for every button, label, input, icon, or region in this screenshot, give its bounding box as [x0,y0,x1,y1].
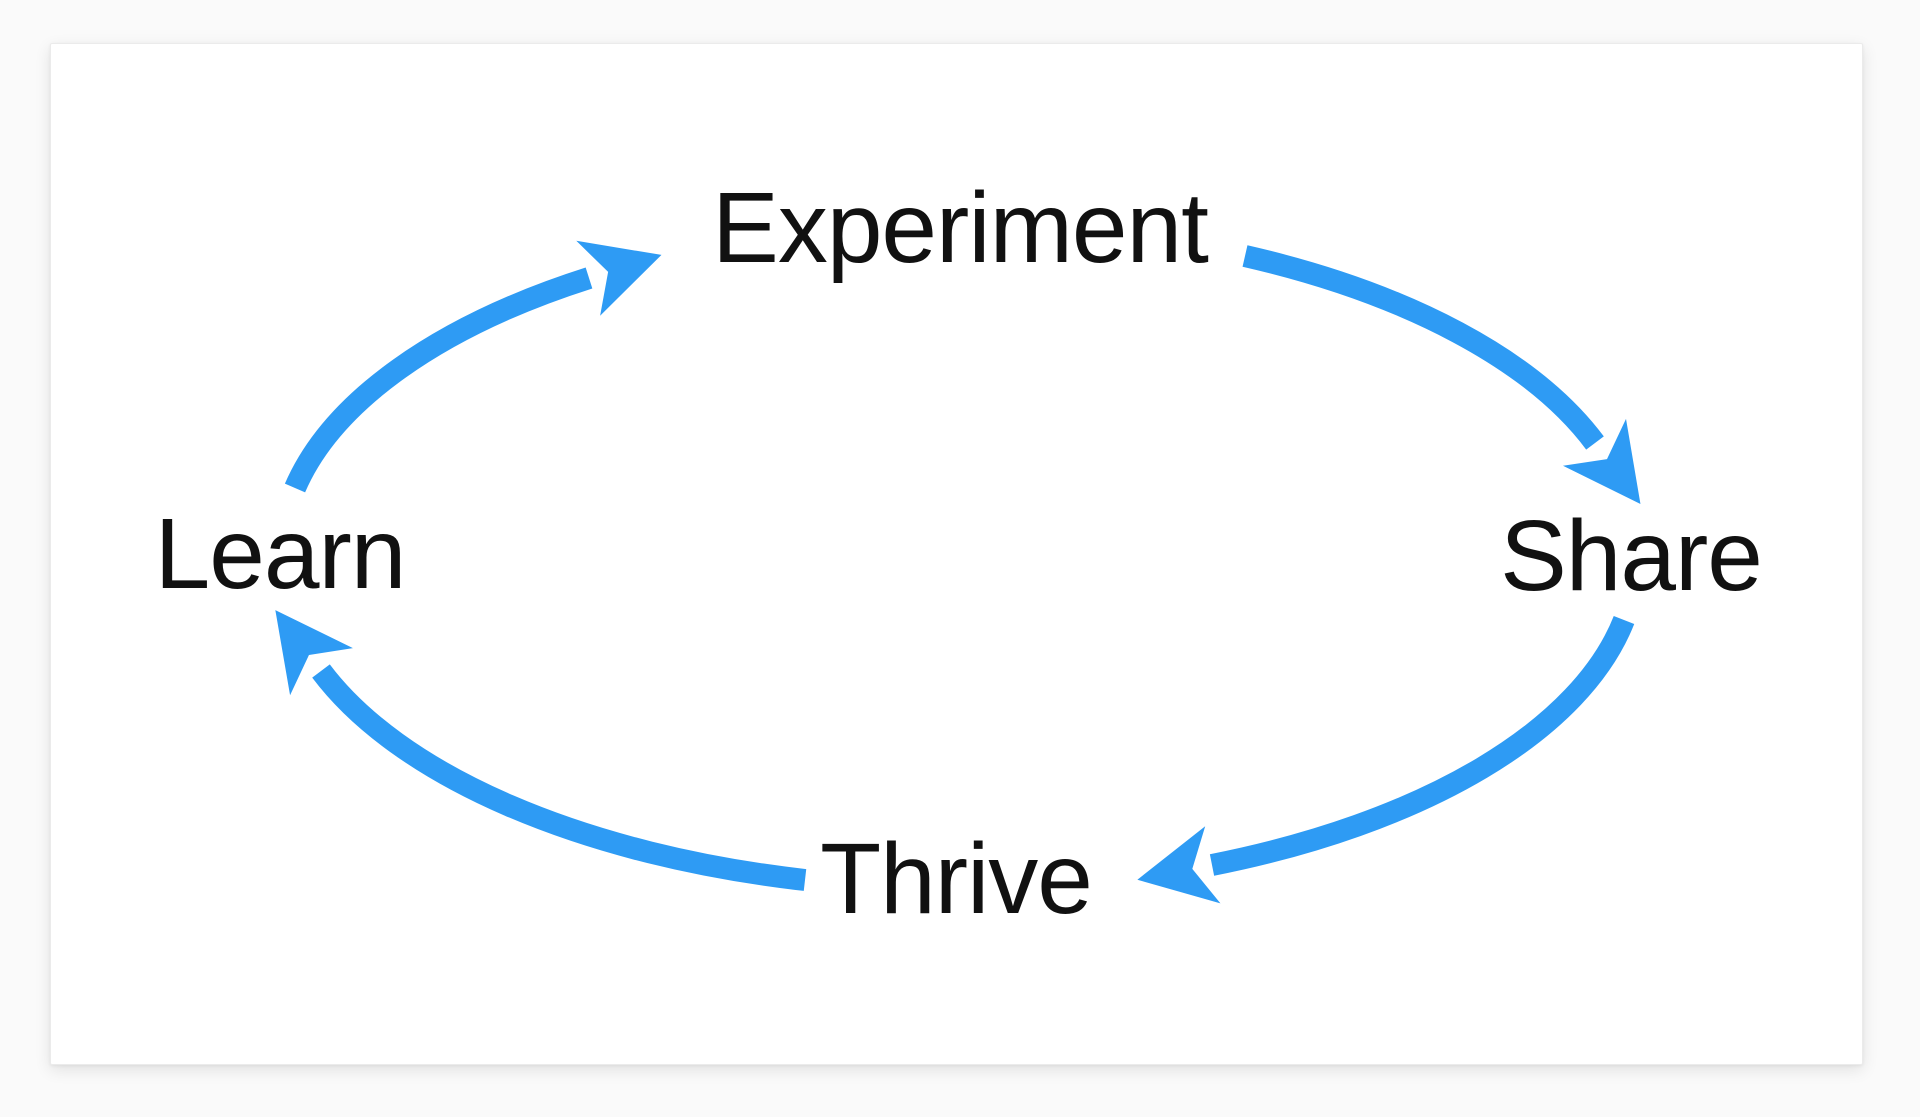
node-label-experiment: Experiment [712,172,1209,284]
slide-card [50,43,1863,1065]
node-label-learn: Learn [154,498,407,610]
node-label-share: Share [1500,500,1763,612]
node-label-thrive: Thrive [820,823,1093,935]
